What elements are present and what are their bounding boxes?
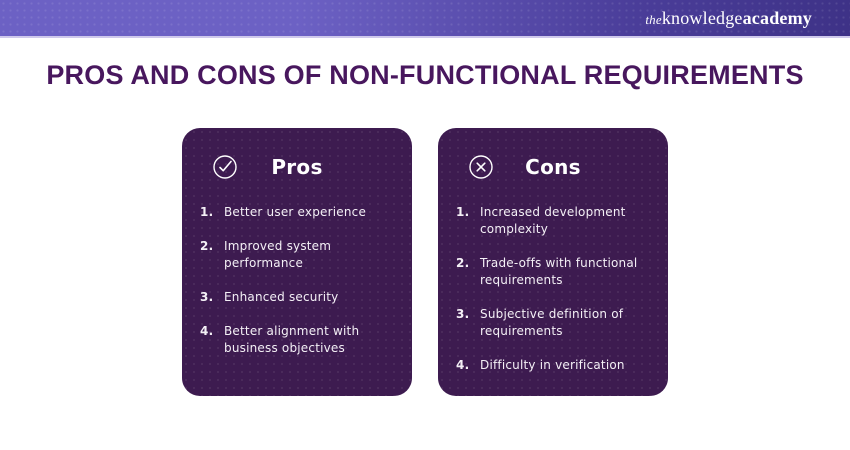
pros-item-4: Better alignment with business objective… — [224, 324, 360, 355]
logo-word-knowledge: knowledge — [661, 7, 743, 28]
pros-card-title: Pros — [271, 155, 323, 179]
logo-word-academy: academy — [742, 7, 812, 28]
cons-item-2: Trade-offs with functional requirements — [480, 256, 638, 287]
check-circle-icon — [212, 154, 238, 180]
cons-card-title: Cons — [525, 155, 581, 179]
pros-item-1: Better user experience — [224, 205, 367, 219]
cons-list: Increased development complexity Trade-o… — [452, 204, 654, 374]
list-item: Improved system performance — [196, 238, 398, 272]
cons-item-4: Difficulty in verification — [480, 358, 625, 372]
list-item: Better user experience — [196, 204, 398, 221]
cons-item-3: Subjective definition of requirements — [480, 307, 624, 338]
cons-item-1: Increased development complexity — [480, 205, 626, 236]
list-item: Enhanced security — [196, 289, 398, 306]
pros-item-2: Improved system performance — [224, 239, 332, 270]
list-item: Better alignment with business objective… — [196, 323, 398, 357]
cards-row: Pros Better user experience Improved sys… — [0, 128, 850, 396]
pros-card-header: Pros — [196, 152, 398, 182]
pros-list: Better user experience Improved system p… — [196, 204, 398, 357]
x-circle-icon — [468, 154, 494, 180]
list-item: Difficulty in verification — [452, 357, 654, 374]
brand-bar: theknowledgeacademy — [0, 0, 850, 38]
cons-card: Cons Increased development complexity Tr… — [438, 128, 668, 396]
list-item: Increased development complexity — [452, 204, 654, 238]
page-title: PROS AND CONS OF NON-FUNCTIONAL REQUIREM… — [46, 60, 804, 90]
pros-card: Pros Better user experience Improved sys… — [182, 128, 412, 396]
knowledge-academy-logo: theknowledgeacademy — [645, 8, 812, 29]
pros-item-3: Enhanced security — [224, 290, 339, 304]
cons-card-header: Cons — [452, 152, 654, 182]
list-item: Trade-offs with functional requirements — [452, 255, 654, 289]
logo-prefix: the — [645, 11, 662, 27]
list-item: Subjective definition of requirements — [452, 306, 654, 340]
